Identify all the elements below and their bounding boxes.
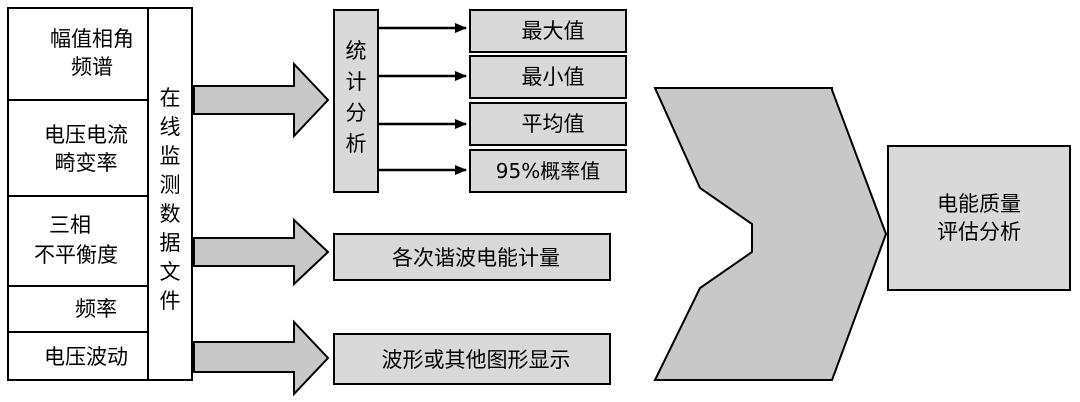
merge-arrow xyxy=(653,87,888,381)
data-file-char-2: 线 xyxy=(160,115,181,139)
param-voltage-fluctuation: 电压波动 xyxy=(44,345,128,369)
param-harmonic-line1: 幅值相角 xyxy=(50,27,134,51)
statistical-analysis-box: 统 计 分 析 xyxy=(333,9,379,193)
param-frequency: 频率 xyxy=(75,297,117,321)
param-distortion-line2: 畸变率 xyxy=(55,151,118,175)
min-value-box xyxy=(469,55,627,99)
data-file-char-5: 数 xyxy=(160,202,181,226)
block-arrow-to-waveform xyxy=(193,319,330,397)
min-value-label: 最小值 xyxy=(522,65,585,89)
p95-value-label: 95%概率值 xyxy=(496,159,600,183)
data-file-char-8: 件 xyxy=(160,289,181,313)
harmonic-energy-box xyxy=(333,233,611,281)
param-distortion-line1: 电压电流 xyxy=(44,123,128,147)
stat-char-2: 计 xyxy=(346,70,367,94)
assessment-line2: 评估分析 xyxy=(937,220,1021,244)
stat-char-3: 分 xyxy=(346,101,367,125)
block-arrow-to-harmonic xyxy=(193,217,330,287)
data-file-char-4: 测 xyxy=(160,173,181,197)
data-file-char-7: 文 xyxy=(160,260,181,284)
assessment-line1: 电能质量 xyxy=(937,192,1021,216)
block-arrow-to-stats xyxy=(193,61,330,139)
assessment-box: 电能质量 评估分析 xyxy=(887,145,1071,291)
p95-value-box xyxy=(469,149,627,193)
parameter-table: 幅值相角 频谱 电压电流 畸变率 三相 不平衡度 频率 电压波动 xyxy=(7,7,149,381)
avg-value-label: 平均值 xyxy=(522,112,585,136)
data-file-column: 在 线 监 测 数 据 文 件 xyxy=(147,7,193,381)
stat-char-4: 析 xyxy=(346,132,367,156)
max-value-label: 最大值 xyxy=(522,19,585,43)
param-harmonic-line2: 频谱 xyxy=(71,55,113,79)
stat-char-1: 统 xyxy=(346,39,367,63)
stat-results: 最大值 最小值 平均值 95%概率值 xyxy=(469,9,627,193)
harmonic-energy-label: 各次谐波电能计量 xyxy=(392,246,560,270)
param-unbalance-line1: 三相 xyxy=(49,213,91,237)
avg-value-box xyxy=(469,102,627,146)
waveform-display-label: 波形或其他图形显示 xyxy=(382,348,571,372)
waveform-display-box xyxy=(333,333,611,385)
param-unbalance-line2: 不平衡度 xyxy=(34,243,118,267)
data-file-char-6: 据 xyxy=(160,231,181,255)
data-file-char-1: 在 xyxy=(160,86,181,110)
data-file-char-3: 监 xyxy=(160,144,181,168)
max-value-box xyxy=(469,9,627,53)
